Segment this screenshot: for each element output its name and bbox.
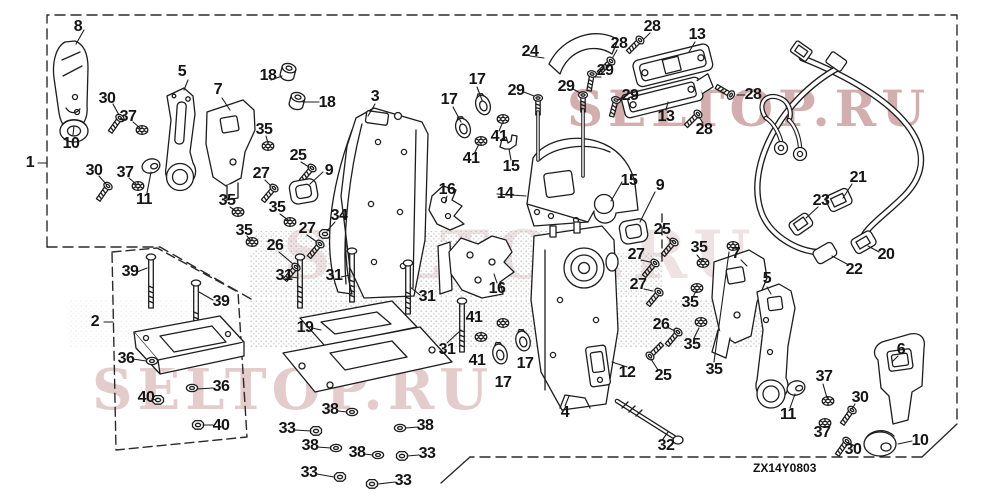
diagram-code: ZX14Y0803	[753, 461, 817, 475]
leader-lines	[38, 30, 912, 484]
bracket-13-lower	[620, 73, 715, 119]
cover-14	[527, 138, 638, 226]
grommet-9-right	[618, 218, 649, 245]
control-lever-5-right	[756, 284, 795, 408]
connector-23	[788, 212, 815, 237]
wire-harness	[757, 40, 921, 265]
housing-3	[330, 108, 428, 298]
bolt-32	[617, 401, 683, 444]
bracket-16-large	[438, 236, 514, 298]
grommet-9-left	[288, 178, 319, 205]
base-plate	[283, 327, 452, 392]
roller-10-right	[864, 431, 896, 456]
connector-20	[850, 230, 878, 255]
sheet-24	[549, 34, 618, 74]
bracket-6	[875, 334, 925, 424]
control-lever-5-left	[166, 88, 196, 191]
long-screw-shafts-29	[538, 110, 583, 176]
roller-10-left	[60, 120, 88, 142]
boundary-boxes	[47, 15, 957, 483]
bracket-16-small	[429, 186, 464, 230]
handle-grip-8	[53, 41, 88, 130]
bracket-13-upper	[632, 43, 714, 88]
bracket-12	[585, 345, 610, 387]
connector-22	[812, 241, 839, 265]
lever-cover-7-left	[206, 100, 255, 200]
connector-21	[824, 187, 853, 213]
